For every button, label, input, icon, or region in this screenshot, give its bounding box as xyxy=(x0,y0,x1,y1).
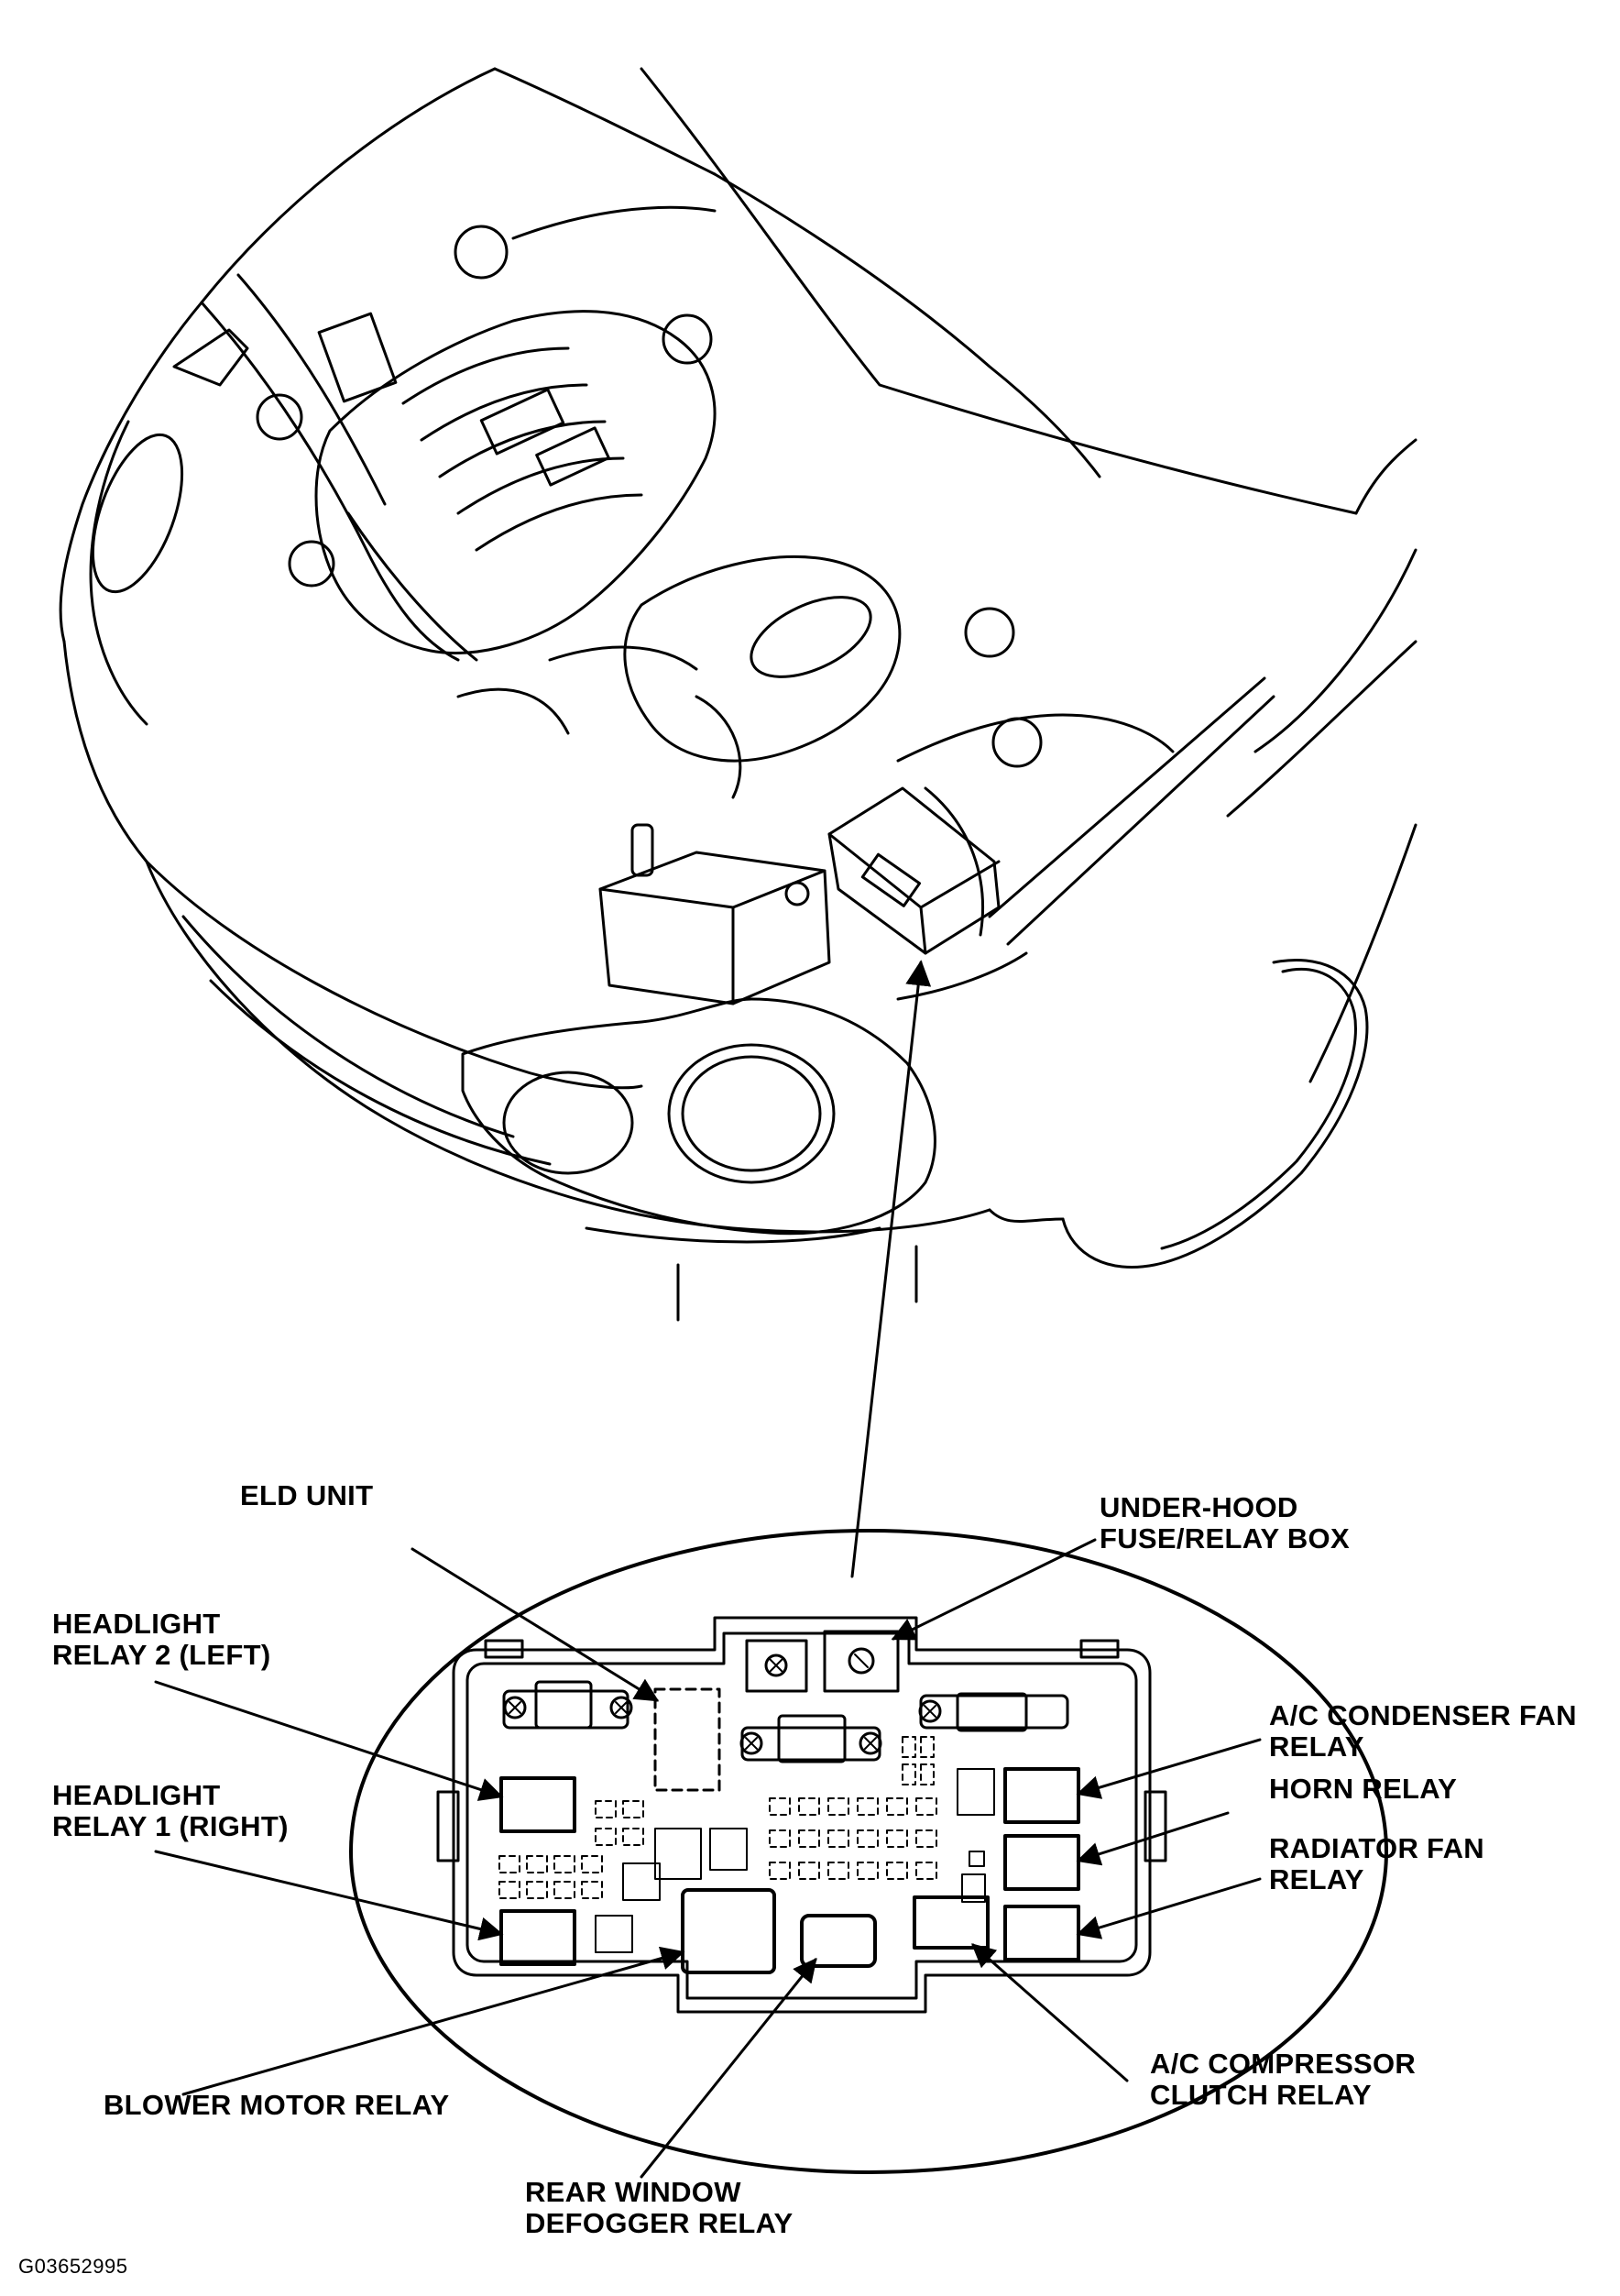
label-blower-motor-relay: BLOWER MOTOR RELAY xyxy=(104,2089,450,2121)
battery xyxy=(598,851,831,1005)
label-rear-window-defogger-relay: REAR WINDOW DEFOGGER RELAY xyxy=(525,2177,793,2239)
label-rear-line2: DEFOGGER RELAY xyxy=(525,2207,794,2239)
locator-arrow xyxy=(850,960,932,1578)
label-under-hood-line1: UNDER-HOOD xyxy=(1100,1491,1298,1523)
label-under-hood-fuse-box: UNDER-HOOD FUSE/RELAY BOX xyxy=(1100,1492,1350,1554)
engine-block xyxy=(314,310,717,654)
label-ac-comp-line1: A/C COMPRESSOR xyxy=(1150,2048,1417,2080)
leader-lines xyxy=(154,1538,1262,2179)
fuse-relay-box-detail xyxy=(436,1616,1167,2014)
headlight-right xyxy=(1061,958,1369,1269)
label-eld-unit: ELD UNIT xyxy=(240,1479,374,1511)
blower-motor-relay xyxy=(681,1888,776,1974)
headlight-left xyxy=(461,997,936,1236)
figure-id: G03652995 xyxy=(18,2255,128,2278)
label-hl2-line1: HEADLIGHT xyxy=(52,1608,221,1640)
radiator-fan-relay xyxy=(1003,1905,1080,1961)
horn-relay xyxy=(1003,1834,1080,1891)
eld-unit xyxy=(653,1687,721,1792)
label-headlight-relay-2: HEADLIGHT RELAY 2 (LEFT) xyxy=(52,1609,270,1671)
label-under-hood-line2: FUSE/RELAY BOX xyxy=(1100,1522,1350,1554)
label-rad-line1: RADIATOR FAN xyxy=(1269,1832,1484,1864)
label-ac-cond-line1: A/C CONDENSER FAN xyxy=(1269,1699,1577,1731)
label-ac-comp-line2: CLUTCH RELAY xyxy=(1150,2079,1372,2111)
detail-ellipse xyxy=(349,1529,1388,2174)
label-radiator-fan-relay: RADIATOR FAN RELAY xyxy=(1269,1833,1484,1895)
label-ac-condenser-fan-relay: A/C CONDENSER FAN RELAY xyxy=(1269,1700,1577,1763)
ac-compressor-clutch-relay xyxy=(913,1895,990,1950)
label-headlight-relay-1: HEADLIGHT RELAY 1 (RIGHT) xyxy=(52,1780,289,1842)
car-front-illustration xyxy=(59,67,1418,1322)
label-ac-compressor-clutch-relay: A/C COMPRESSOR CLUTCH RELAY xyxy=(1150,2049,1416,2111)
bumper xyxy=(145,860,991,1234)
label-hl1-line2: RELAY 1 (RIGHT) xyxy=(52,1810,289,1842)
label-rear-line1: REAR WINDOW xyxy=(525,2176,741,2208)
label-horn-relay: HORN RELAY xyxy=(1269,1773,1458,1805)
fuse-box-in-car xyxy=(827,786,1001,955)
headlight-relay-2 xyxy=(499,1776,576,1833)
hood-outline xyxy=(59,67,497,643)
label-hl2-line2: RELAY 2 (LEFT) xyxy=(52,1639,271,1671)
label-hl1-line1: HEADLIGHT xyxy=(52,1779,221,1811)
rear-window-defogger-relay xyxy=(800,1914,877,1968)
label-ac-cond-line2: RELAY xyxy=(1269,1730,1364,1763)
label-rad-line2: RELAY xyxy=(1269,1863,1364,1895)
headlight-relay-1 xyxy=(499,1909,576,1966)
ac-condenser-fan-relay xyxy=(1003,1767,1080,1824)
air-box xyxy=(623,555,902,763)
